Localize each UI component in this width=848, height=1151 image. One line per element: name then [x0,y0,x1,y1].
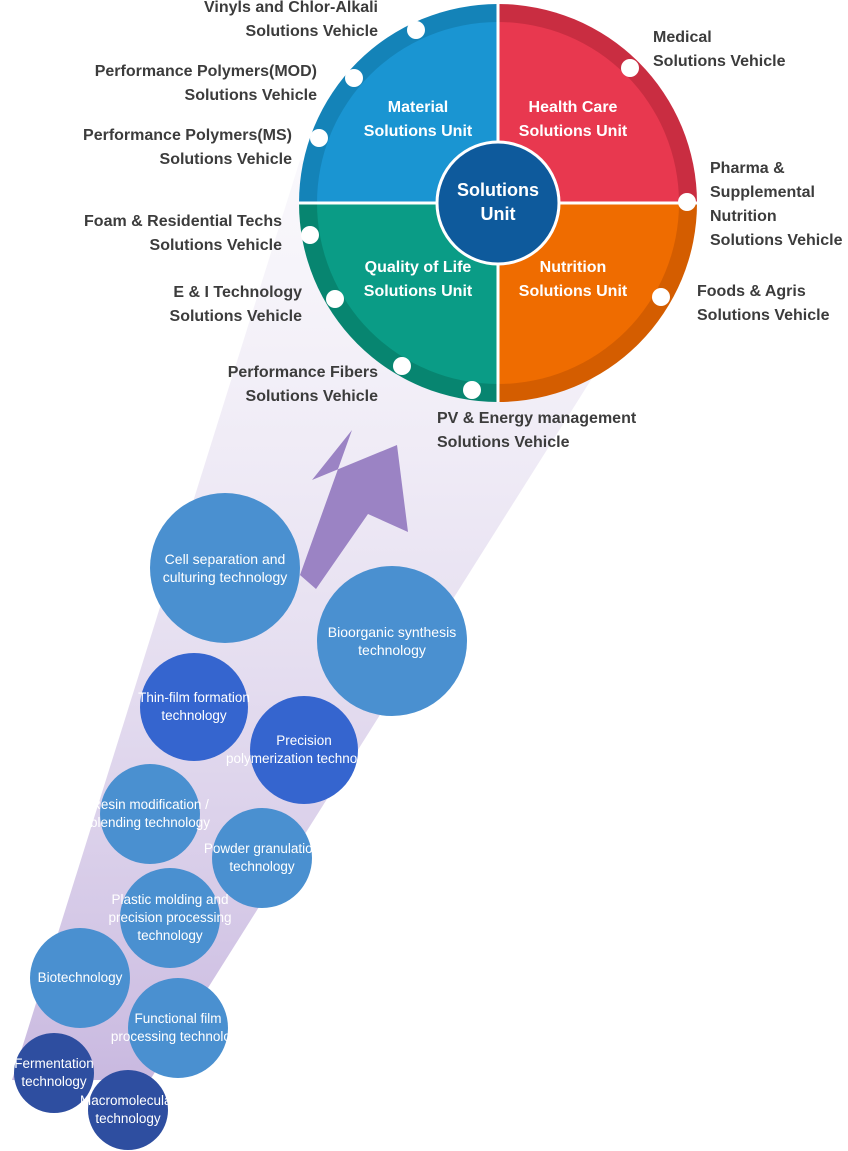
quadrant-material [317,22,498,203]
vehicle-dot-foods [652,288,670,306]
vehicle-dot-vinyls [407,21,425,39]
vehicle-dot-medical [621,59,639,77]
vehicle-label-mod: Performance Polymers(MOD)Solutions Vehic… [94,63,317,104]
vehicle-dot-ms [310,129,328,147]
vehicle-label-ms: Performance Polymers(MS)Solutions Vehicl… [83,127,292,168]
vehicle-dot-pharma [678,193,696,211]
hub-center [435,140,561,266]
vehicle-dot-pv [463,381,481,399]
quadrant-nutrition [498,203,679,384]
solutions-hub [299,4,697,402]
quadrant-quality [317,203,498,384]
quadrant-health [498,22,679,203]
growth-arrow [300,430,408,589]
vehicle-dot-fibers [393,357,411,375]
vehicle-dot-ei [326,290,344,308]
vehicle-dot-mod [345,69,363,87]
vehicle-dot-foam [301,226,319,244]
tech-biotechnology: Biotechnology [30,928,130,1028]
tech-resin-modification: Resin modification /blending technology [90,764,210,864]
